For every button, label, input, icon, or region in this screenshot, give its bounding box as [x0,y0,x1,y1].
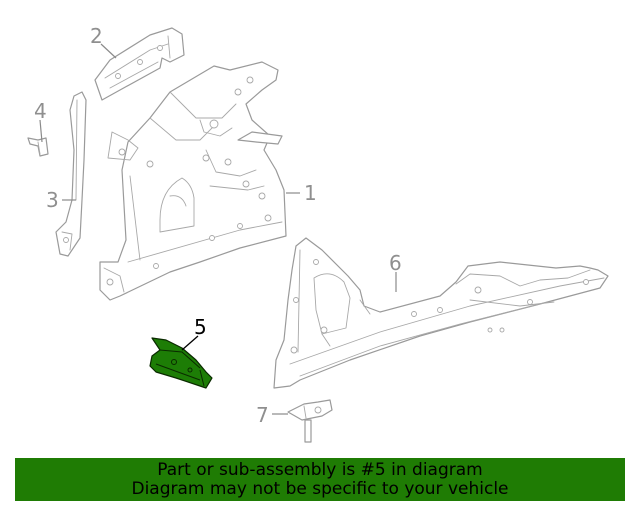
callout-1: 1 [304,181,317,205]
part-3-pillar[interactable] [55,91,87,257]
part-6-front-side-member[interactable] [273,237,609,389]
banner-line-1: Part or sub-assembly is #5 in diagram [157,459,483,480]
callout-5: 5 [194,315,207,339]
part-2-upper-rail[interactable] [94,27,185,101]
leader-2 [100,43,117,59]
part-4-small-bracket[interactable] [27,137,49,157]
leader-5 [181,335,199,351]
part-1-wheelhouse-apron[interactable] [99,61,287,301]
leader-lines [39,43,397,415]
leader-4 [39,119,43,143]
callout-7: 7 [256,403,269,427]
part-7-bracket-stud[interactable] [287,399,333,443]
part-5-bracket-highlighted[interactable] [149,337,213,389]
callout-6: 6 [389,251,402,275]
callout-2: 2 [90,24,103,48]
banner-line-2: Diagram may not be specific to your vehi… [131,478,509,499]
info-banner: Part or sub-assembly is #5 in diagram Di… [15,458,625,501]
callout-3: 3 [46,188,59,212]
callout-4: 4 [34,99,47,123]
